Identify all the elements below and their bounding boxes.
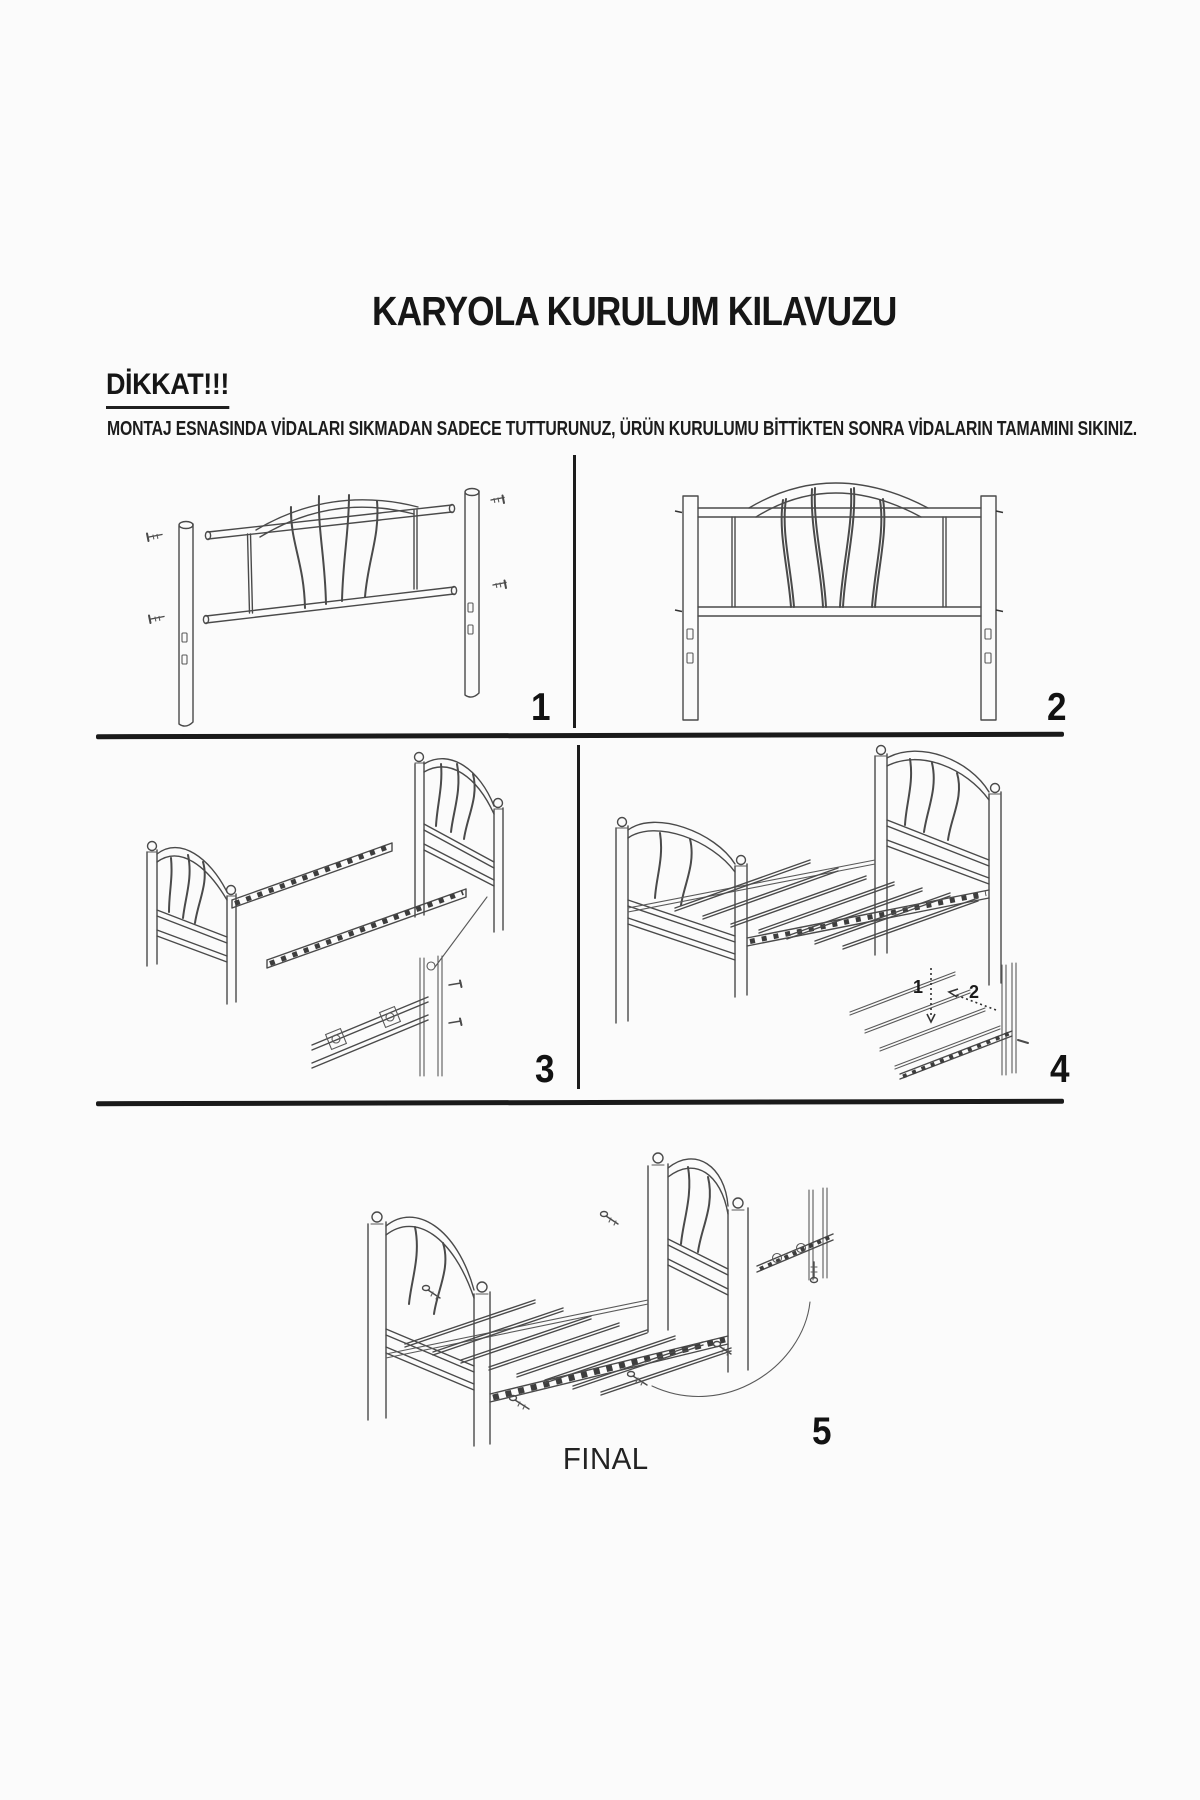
step1-number: 1 — [531, 686, 551, 729]
step4-number: 4 — [1050, 1048, 1070, 1091]
right-post — [980, 495, 997, 721]
final-label: FINAL — [562, 1441, 649, 1476]
slats — [674, 859, 979, 950]
left-post — [682, 495, 699, 721]
step2-number: 2 — [1047, 686, 1067, 729]
screw-icon — [448, 979, 463, 988]
screw-icon — [492, 579, 507, 589]
screw-icon — [421, 1284, 441, 1300]
slats — [404, 1299, 732, 1396]
screw-icon — [508, 1394, 530, 1410]
near-side-rail — [489, 1335, 729, 1403]
headboard — [874, 744, 1002, 986]
footboard — [367, 1211, 491, 1447]
footboard — [146, 840, 237, 1005]
arrowhead-left — [947, 988, 959, 998]
warning-text: MONTAJ ESNASINDA VİDALARI SIKMADAN SADEC… — [107, 417, 1137, 440]
headboard-grille — [202, 494, 458, 625]
peg — [1017, 1039, 1029, 1044]
headboard — [647, 1152, 749, 1373]
step4-slats-drawing: 1 2 — [615, 744, 1029, 1080]
screw-icon — [490, 494, 505, 504]
rail-screw-inset — [756, 1187, 834, 1284]
right-post — [464, 487, 480, 698]
callout-curve — [651, 1301, 811, 1397]
arch-grille — [731, 482, 947, 608]
screw-icon — [599, 1210, 619, 1226]
side-rail — [266, 888, 467, 969]
final-assembly-drawing — [367, 1152, 834, 1447]
step3-number: 3 — [535, 1048, 555, 1091]
separator-vertical-step1-2 — [573, 455, 576, 728]
step5-diagram — [85, 1104, 1115, 1504]
screw-icon — [148, 614, 165, 624]
left-post — [178, 520, 194, 727]
arrow-left-dotted — [955, 994, 997, 1011]
callout-line — [434, 896, 488, 968]
warning-heading: DİKKAT!!! — [106, 368, 229, 409]
step5-number: 5 — [812, 1410, 832, 1453]
screw-icon — [146, 532, 163, 542]
side-rail — [231, 842, 393, 909]
step2-headboard-assembled-drawing — [674, 482, 1004, 721]
inset-label-1: 1 — [913, 977, 923, 997]
arrowhead-down — [926, 1013, 936, 1024]
slat-insert-inset: 1 2 — [849, 962, 1029, 1080]
step2-diagram — [580, 437, 1065, 735]
headboard — [413, 751, 504, 933]
inset-label-2: 2 — [969, 982, 979, 1002]
page-title: KARYOLA KURULUM KILAVUZU — [372, 288, 897, 334]
screw-icon — [626, 1370, 648, 1386]
step3-side-rails-drawing — [146, 751, 504, 1077]
footboard — [615, 816, 748, 1024]
step4-diagram: 1 2 — [580, 740, 1067, 1095]
rail-connection-inset — [311, 955, 463, 1077]
screw-icon — [809, 1261, 819, 1284]
screw-icon — [448, 1017, 463, 1026]
step1-diagram — [85, 437, 575, 737]
step1-headboard-exploded-drawing — [146, 487, 507, 727]
screw-icon — [712, 1340, 732, 1356]
separator-vertical-step3-4 — [577, 745, 580, 1089]
rails — [674, 507, 1004, 617]
step3-diagram — [85, 740, 578, 1100]
